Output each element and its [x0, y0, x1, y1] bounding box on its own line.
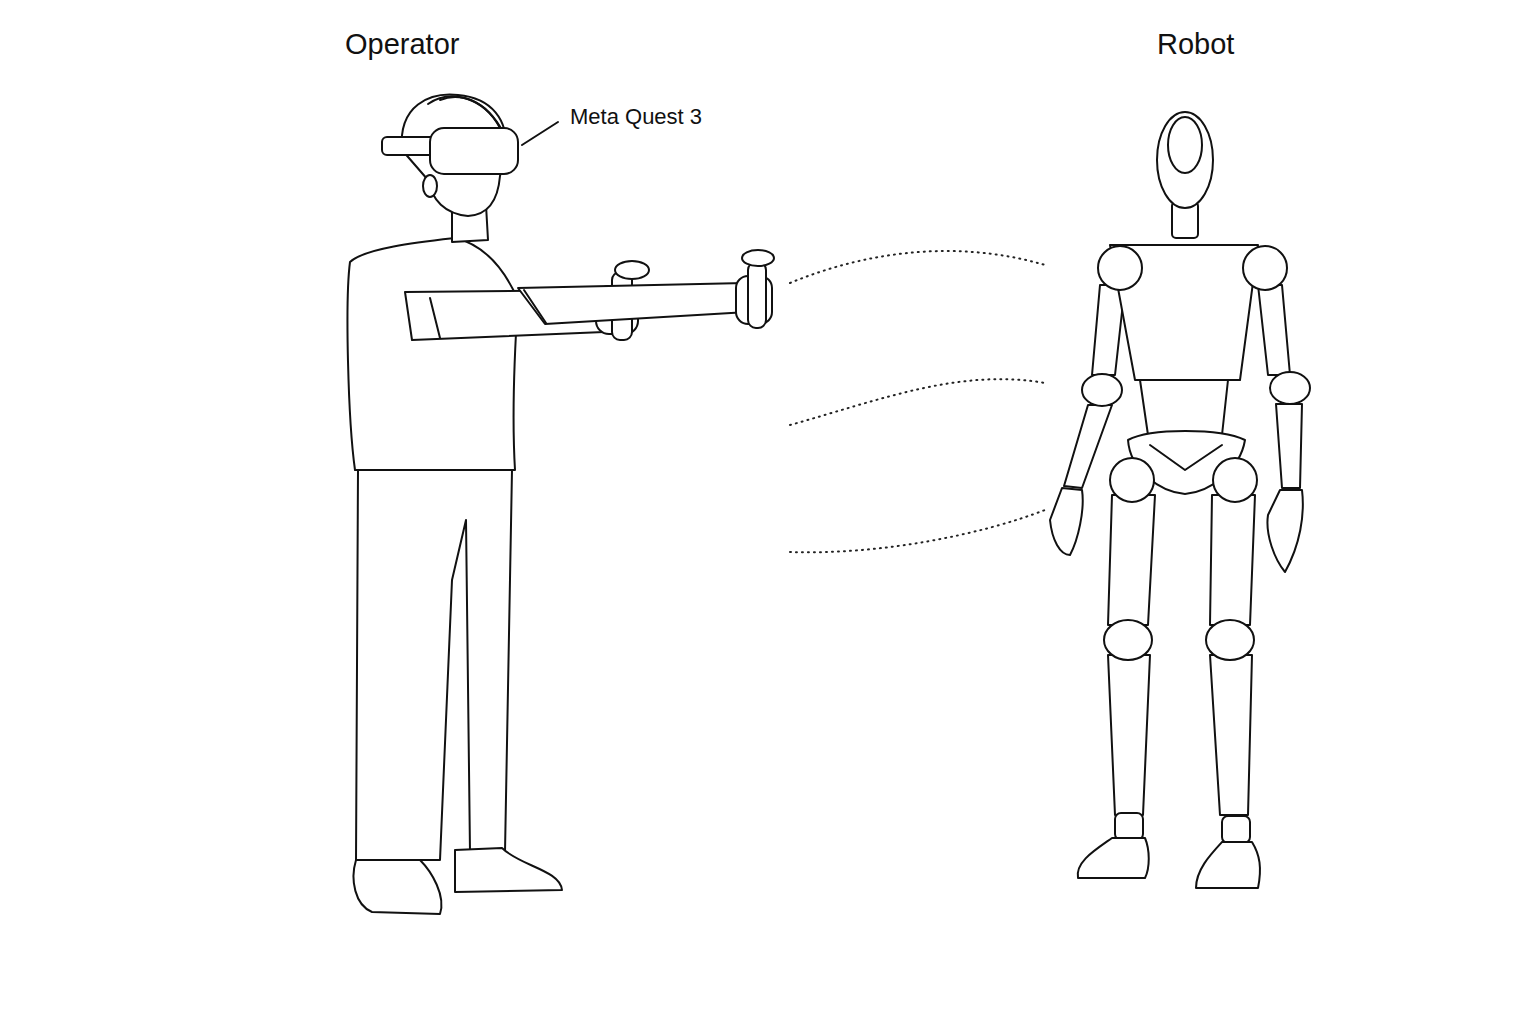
- dotted-link: [790, 379, 1045, 425]
- dotted-link: [790, 510, 1045, 552]
- figure-heading: Robot: [1157, 28, 1234, 61]
- robot-figure: [1050, 112, 1310, 888]
- figure-node: Robot: [1045, 22, 1325, 922]
- operator-figure: [348, 95, 774, 914]
- dotted-link: [790, 251, 1045, 283]
- figure-node: Operator: [330, 22, 790, 922]
- callout-label: Meta Quest 3: [570, 104, 702, 130]
- figure-heading: Operator: [345, 28, 459, 61]
